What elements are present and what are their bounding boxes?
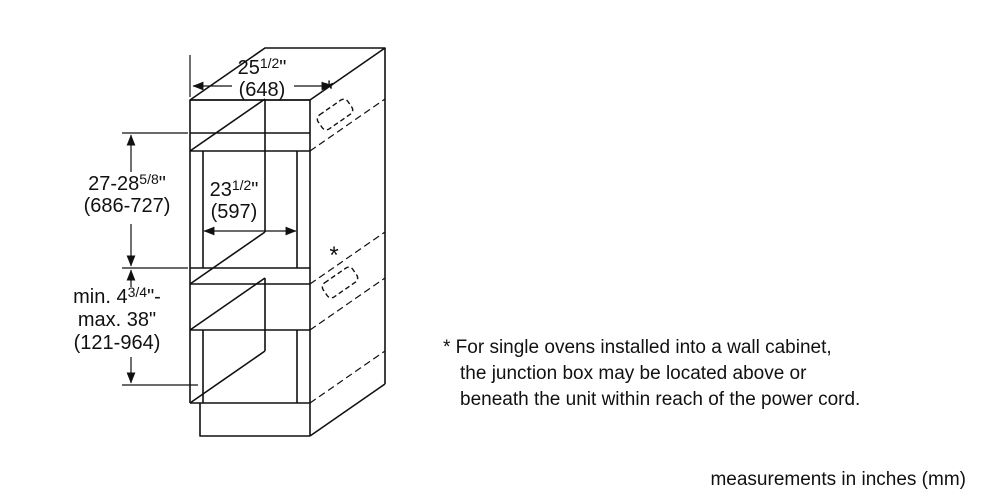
junction-box-middle: * xyxy=(321,242,359,299)
hidden-shelf-edges xyxy=(309,98,386,404)
junction-box-middle-asterisk: * xyxy=(329,242,338,269)
inner-width-mm-label: (597) xyxy=(211,201,258,223)
junction-box-middle-outline xyxy=(321,266,359,299)
dimension-bottom-clearance: min. 43/4"- max. 38" (121-964) xyxy=(73,269,198,386)
niche-height-extension-lines xyxy=(122,132,188,269)
cabinet-right-face xyxy=(309,48,386,437)
divider-front-edges xyxy=(190,132,310,331)
cabinet-interior xyxy=(189,98,386,404)
junction-box-top-asterisk: * xyxy=(324,76,333,103)
units-note: measurements in inches (mm) xyxy=(710,469,966,490)
inner-width-inches-label: 231/2" xyxy=(210,177,259,201)
cabinet-outline xyxy=(189,47,386,437)
bottom-clearance-max-label: max. 38" xyxy=(78,309,156,331)
bottom-clearance-min-label: min. 43/4"- xyxy=(73,284,161,308)
footnote-line3: beneath the unit within reach of the pow… xyxy=(460,389,860,410)
top-width-inches-label: 251/2" xyxy=(238,55,287,79)
bottom-clearance-mm-label: (121-964) xyxy=(74,332,161,354)
cabinet-top-face xyxy=(189,47,386,101)
dimension-inner-width: 231/2" (597) xyxy=(203,177,297,236)
junction-box-top: * xyxy=(316,76,354,131)
junction-box-top-outline xyxy=(316,98,354,131)
footnote-line1: * For single ovens installed into a wall… xyxy=(443,337,832,358)
shelf-depth-edges xyxy=(189,98,266,404)
dimension-niche-height: 27-285/8" (686-727) xyxy=(84,132,188,269)
footnote-line2: the junction box may be located above or xyxy=(460,363,807,384)
dimension-top-width: 251/2" (648) xyxy=(189,55,333,101)
niche-height-mm-label: (686-727) xyxy=(84,195,171,217)
cabinet-toe-kick xyxy=(199,403,310,437)
niche-side-walls xyxy=(202,151,298,403)
footnote: * For single ovens installed into a wall… xyxy=(443,337,860,410)
niche-height-inches-label: 27-285/8" xyxy=(88,171,166,195)
cabinet-front-edges xyxy=(189,99,311,436)
top-width-mm-label: (648) xyxy=(239,79,286,101)
